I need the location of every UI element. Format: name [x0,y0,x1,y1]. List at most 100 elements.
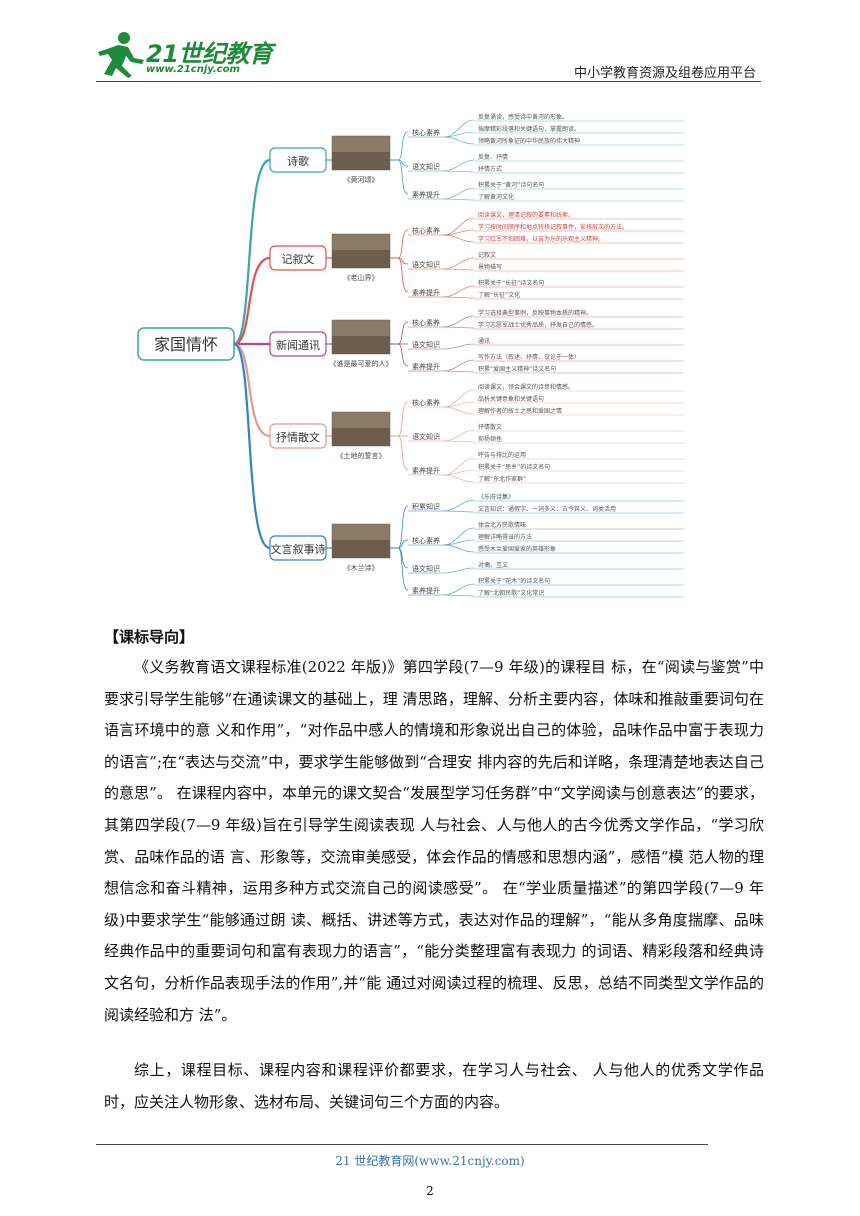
work-title: 《土地的誓言》 [337,451,386,460]
branch-label: 诗歌 [287,154,309,168]
leaf-item: 《乐府诗集》 [478,493,514,501]
branch-label: 文言叙事诗 [271,542,326,556]
group-connector [398,322,408,344]
group-label: 素养提升 [412,190,440,199]
leaf-item: 景物描写 [478,263,502,271]
item-connector [444,137,474,144]
leaf-item: 品析关键意象和关键语句 [478,395,544,403]
item-connector [444,475,474,482]
work-thumbnail-shade [332,540,390,558]
leaf-item: 呼告与排比的运用 [478,451,526,459]
item-connector [444,160,474,171]
branch-connector [234,258,270,344]
item-connector [444,430,474,441]
group-label: 素养提升 [412,288,440,297]
branch-label: 抒情散文 [276,430,320,444]
body-paragraph-2: 综上，课程目标、课程内容和课程评价都要求，在学习人与社会、 人与他人的优秀文学作… [104,1055,764,1118]
work-thumbnail-shade [332,250,390,268]
item-connector [444,595,474,596]
leaf-item: 理解作者的故土之思和爱国之情 [478,407,562,415]
group-label: 语文知识 [412,340,440,349]
branch-label: 记叙文 [282,252,315,266]
item-connector [444,441,474,442]
item-connector [444,568,474,573]
group-connector [398,506,408,548]
leaf-item: 理解详略得当的方法 [478,533,532,541]
leaf-item: 对偶、互文 [478,561,508,569]
branch-connector [234,160,270,344]
page-header: 21世纪教育 www.21cnjy.com 中小学教育资源及组卷应用平台 [0,0,860,80]
group-label: 素养提升 [412,466,440,475]
leaf-item: 通讯 [478,337,490,345]
leaf-item: 学习选择典型事例，反映事物本质的精神。 [478,309,592,317]
leaf-item: 阅读课文，领会课文的诗意和情感。 [478,383,574,391]
group-label: 语文知识 [412,260,440,269]
header-divider [96,81,761,82]
item-connector [444,316,474,327]
footer-site: 21 世纪教育网(www.21cnjy.com) [0,1152,860,1169]
root-label: 家国情怀 [154,335,218,354]
branch-connector [234,344,270,436]
item-connector [444,371,474,372]
group-connector [398,132,408,160]
leaf-item: 体会北方民歌情味 [478,521,526,529]
group-connector [398,402,408,436]
leaf-item: 了解“长征”文化 [478,291,520,299]
group-label: 核心素养 [412,226,440,235]
group-connector [398,436,408,470]
page-number: 2 [0,1184,860,1198]
leaf-item: 反复诵读，感受诗中黄河的形象。 [478,113,568,121]
group-label: 语文知识 [412,564,440,573]
item-connector [444,235,474,242]
leaf-item: 文言知识：通假字、一词多义、古今异义、词类活用 [478,505,616,513]
item-connector [444,407,474,414]
platform-name: 中小学教育资源及组卷应用平台 [574,62,756,81]
leaf-item: 积累关于“黄河”诗句名句 [478,181,544,189]
leaf-item: 学习红军不怕困难，以苦为乐的乐观主义精神。 [478,235,604,243]
item-connector [444,360,474,371]
leaf-item: 记叙文 [478,251,496,259]
group-connector [398,548,408,568]
group-connector [398,258,408,292]
work-title: 《老山界》 [344,273,379,282]
section-title: 【课标导向】 [104,626,194,647]
logo-url: www.21cnjy.com [146,64,240,75]
mind-map-figure: 家国情怀诗歌《黄河颂》核心素养反复诵读，感受诗中黄河的形象。揣摩精彩段落和关键语… [134,112,694,608]
item-connector [444,511,474,512]
leaf-item: 学习按时间顺序和地点转移记叙事件，安排层次的方法。 [478,223,628,231]
item-connector [444,286,474,297]
leaf-item: 积累关于“思乡”的诗文名句 [478,463,550,471]
group-label: 语文知识 [412,162,440,171]
item-connector [444,545,474,552]
leaf-item: 了解“北朝民歌”文化常识 [478,589,544,597]
leaf-item: 积累“爱国主义精神”诗文名句 [478,365,556,373]
group-label: 素养提升 [412,586,440,595]
group-connector [398,548,408,590]
leaf-item: 抑扬顿挫 [478,435,502,443]
group-connector [398,344,408,366]
leaf-item: 积累关于“长征”诗文名句 [478,279,544,287]
leaf-item: 积累关于“花木”的诗文名句 [478,577,550,585]
item-connector [444,584,474,595]
leaf-item: 抒情方式 [478,165,502,173]
work-title: 《木兰诗》 [344,563,379,572]
group-label: 语文知识 [412,432,440,441]
branch-connector [234,344,270,548]
work-thumbnail-shade [332,428,390,446]
item-connector [444,344,474,349]
group-label: 核心素养 [412,536,440,545]
group-label: 核心素养 [412,128,440,137]
leaf-item: 学习志愿军战士优秀品质，抒发自己的情感。 [478,321,598,329]
item-connector [444,199,474,200]
group-connector [398,230,408,258]
leaf-item: 反复、抒情 [478,153,508,161]
group-label: 积累知识 [412,502,440,511]
group-label: 核心素养 [412,318,440,327]
item-connector [444,500,474,511]
group-label: 素养提升 [412,362,440,371]
item-connector [444,171,474,172]
work-title: 《谁是最可爱的人》 [330,359,393,368]
leaf-item: 领略黄河所象征的中华民族的伟大精神 [478,137,580,145]
leaf-item: 了解黄河文化 [478,193,514,201]
leaf-item: 揣摩精彩段落和关键语句，掌握朗读。 [478,125,580,133]
